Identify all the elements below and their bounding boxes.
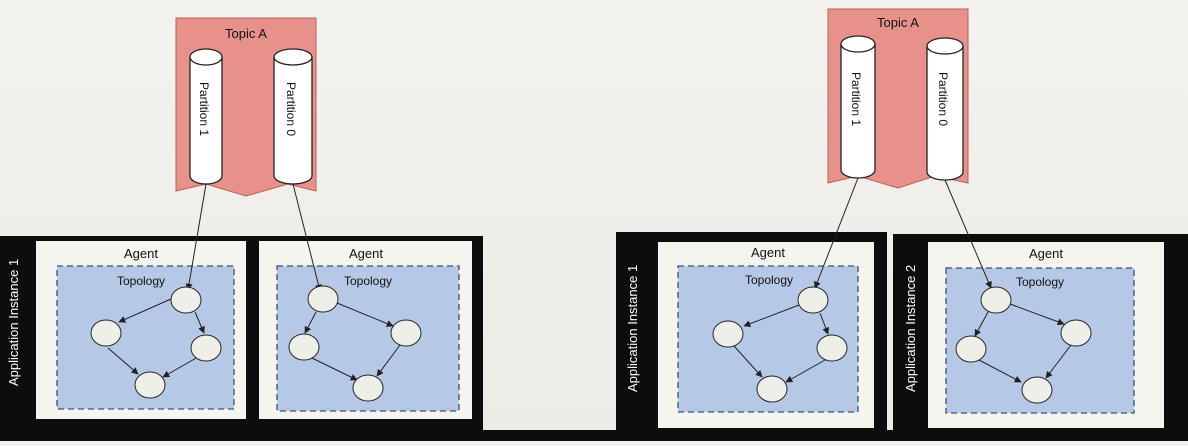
graph-node bbox=[90, 319, 122, 347]
left-partition-1-label: Partition 1 bbox=[197, 82, 211, 136]
left-partition-0-label: Partition 0 bbox=[284, 82, 298, 136]
left-partition-0-cylinder: Partition 0 bbox=[273, 48, 313, 185]
left-topology-1-label: Topology bbox=[117, 274, 165, 288]
right-app-instance-1-label: Application Instance 1 bbox=[625, 265, 640, 392]
graph-node bbox=[816, 334, 848, 362]
graph-node bbox=[288, 333, 320, 361]
left-group: Application Instance 1 Agent Topology Ag… bbox=[0, 17, 483, 436]
graph-node bbox=[756, 375, 788, 403]
right-agent-2-label: Agent bbox=[1029, 246, 1063, 261]
graph-node bbox=[134, 371, 166, 399]
right-app-instance-2-label: Application Instance 2 bbox=[903, 265, 918, 392]
left-agent-2-label: Agent bbox=[349, 246, 383, 261]
left-topology-1-graph bbox=[90, 286, 222, 399]
right-partition-1-label: Partition 1 bbox=[849, 72, 863, 126]
right-arrow-partition-0 bbox=[944, 179, 992, 289]
left-topology-2-label: Topology bbox=[344, 274, 392, 288]
left-arrow-partition-0 bbox=[292, 183, 322, 292]
left-topic-title: Topic A bbox=[225, 26, 267, 41]
graph-node bbox=[980, 286, 1012, 314]
graph-node bbox=[1060, 319, 1092, 347]
left-agent-1-label: Agent bbox=[124, 246, 158, 261]
left-partition-1-cylinder: Partition 1 bbox=[189, 48, 223, 185]
graph-node bbox=[1021, 376, 1053, 404]
graph-node bbox=[955, 335, 987, 363]
graph-node bbox=[390, 319, 422, 347]
right-group: Application Instance 1 Application Insta… bbox=[0, 8, 1188, 441]
left-app-instance-label: Application Instance 1 bbox=[6, 259, 21, 386]
graph-node bbox=[190, 334, 222, 362]
graph-node bbox=[712, 320, 744, 348]
left-arrow-partition-1 bbox=[185, 183, 207, 291]
right-partition-0-label: Partition 0 bbox=[936, 72, 950, 126]
right-agent-1: Agent Topology bbox=[658, 242, 874, 428]
right-partition-0-cylinder: Partition 0 bbox=[926, 37, 964, 181]
right-topology-1-graph bbox=[712, 286, 848, 403]
graph-node bbox=[170, 286, 202, 314]
graph-node bbox=[307, 285, 339, 313]
right-topology-2-label: Topology bbox=[1016, 275, 1064, 289]
left-topology-2-graph bbox=[288, 285, 422, 402]
right-arrow-partition-1 bbox=[814, 177, 859, 289]
graph-node bbox=[797, 286, 829, 314]
right-agent-1-label: Agent bbox=[751, 245, 785, 260]
right-topology-2-graph bbox=[955, 286, 1092, 404]
right-topology-1-label: Topology bbox=[745, 273, 793, 287]
right-topic-title: Topic A bbox=[877, 15, 919, 30]
graph-node bbox=[352, 374, 384, 402]
right-partition-1-cylinder: Partition 1 bbox=[840, 35, 876, 179]
